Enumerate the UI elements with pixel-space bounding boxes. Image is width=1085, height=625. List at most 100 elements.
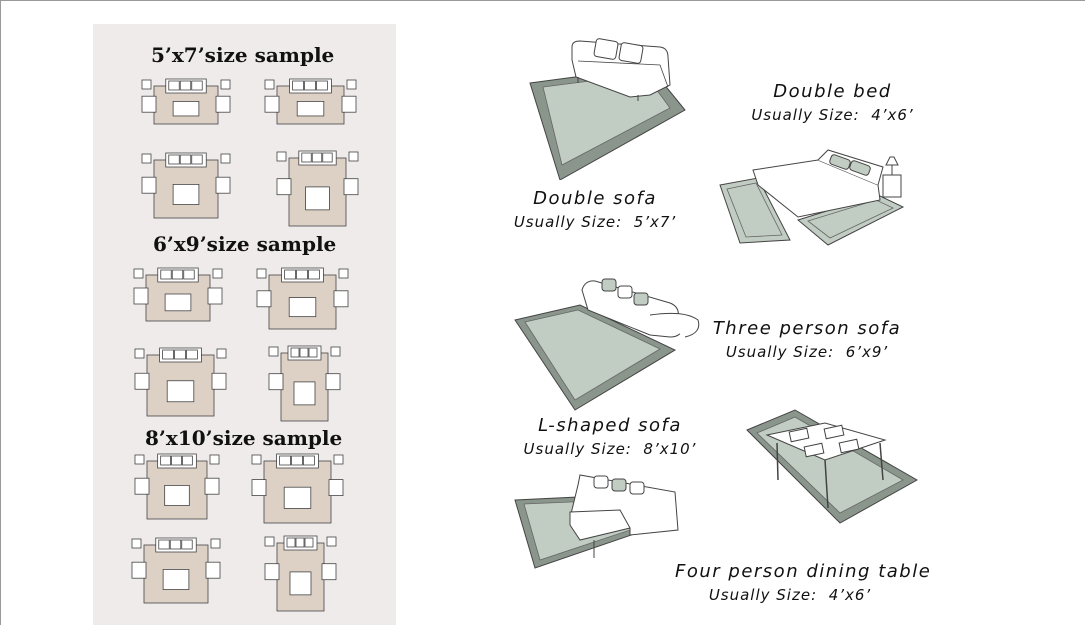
usual-size-label: Usually Size:	[513, 213, 623, 231]
coffee-table	[283, 486, 312, 509]
side-table	[141, 153, 152, 164]
side-table	[264, 79, 275, 90]
armchair	[264, 563, 280, 581]
caption-l-shaped-sofa: L-shaped sofa Usually Size: 8’x10’	[515, 415, 705, 458]
plan-6x9-sofa-two-chairs	[133, 267, 223, 322]
sofa-cushion	[171, 455, 182, 466]
caption-double-sofa: Double sofa Usually Size: 5’x7’	[505, 188, 685, 231]
armchair	[141, 95, 157, 113]
plan-6x9-sofa-angled-chair	[134, 347, 227, 417]
sofa-cushion	[279, 455, 291, 466]
sofa-cushion	[160, 455, 171, 466]
furniture-size-line: Usually Size: 6’x9’	[712, 343, 902, 361]
coffee-table	[289, 571, 312, 596]
plan-8x10-l-sofa	[264, 535, 337, 612]
armchair	[141, 176, 157, 194]
side-table	[220, 79, 231, 90]
sofa-cushion	[301, 152, 312, 163]
plan-5x7-sofa-two-chairs	[141, 78, 231, 125]
usual-size-value: 5’x7’	[633, 213, 677, 231]
side-table	[333, 454, 344, 465]
armchair	[211, 372, 227, 390]
side-table	[210, 538, 221, 549]
usual-size-label: Usually Size:	[523, 440, 632, 458]
coffee-table	[164, 485, 190, 506]
armchair	[131, 561, 147, 579]
side-table	[220, 153, 231, 164]
usual-size-value: 8’x10’	[643, 440, 697, 458]
armchair	[333, 290, 349, 308]
plan-8x10-sofa-round-table	[251, 453, 344, 524]
coffee-table	[164, 293, 192, 312]
sofa-cushion	[168, 154, 180, 165]
sample-title-8x10: 8’x10’size sample	[145, 426, 343, 450]
armchair	[215, 176, 231, 194]
sofa-cushion	[316, 80, 328, 91]
side-table	[264, 536, 275, 547]
furniture-size-line: Usually Size: 4’x6’	[675, 586, 905, 604]
armchair	[256, 290, 272, 308]
side-table	[326, 536, 337, 547]
left-border	[0, 0, 1, 625]
usual-size-label: Usually Size:	[725, 343, 835, 361]
side-table	[212, 268, 223, 279]
armchair	[321, 563, 337, 581]
coffee-table	[172, 100, 200, 117]
side-table	[134, 348, 145, 359]
furniture-name: Three person sofa	[712, 318, 902, 339]
sofa-cushion	[174, 349, 186, 360]
sofa-cushion	[171, 269, 184, 280]
side-table	[348, 151, 359, 162]
side-table	[209, 454, 220, 465]
diagram-double-bed	[719, 149, 905, 246]
sofa-cushion	[191, 154, 203, 165]
plan-5x7-sofa-chairs-alt	[264, 78, 357, 125]
sofa-cushion	[303, 455, 315, 466]
sofa-cushion	[162, 349, 174, 360]
armchair	[341, 95, 357, 113]
plan-6x9-sofa-four-chairs	[256, 267, 349, 330]
side-table	[141, 79, 152, 90]
sofa-cushion	[181, 539, 193, 550]
furniture-name: Double sofa	[533, 188, 657, 209]
sofa-cushion	[168, 80, 180, 91]
plan-8x10-two-sofas-bottom	[131, 537, 221, 604]
furniture-name: Double bed	[773, 81, 892, 102]
armchair	[328, 479, 344, 497]
armchair	[133, 287, 149, 305]
coffee-table	[166, 380, 195, 403]
side-table	[330, 346, 341, 357]
usual-size-label: Usually Size:	[751, 106, 860, 124]
sofa-cushion	[311, 152, 323, 163]
sofa-cushion	[179, 154, 192, 165]
armchair	[268, 373, 284, 391]
side-table	[134, 454, 145, 465]
caption-double-bed: Double bed Usually Size: 4’x6’	[740, 81, 925, 124]
side-table	[131, 538, 142, 549]
sofa-cushion	[284, 269, 296, 280]
sofa-cushion	[191, 80, 203, 91]
armchair	[205, 561, 221, 579]
sofa-cushion	[291, 455, 303, 466]
armchair	[276, 178, 292, 196]
coffee-table	[293, 381, 316, 406]
sofa-cushion	[299, 347, 309, 358]
furniture-size-line: Usually Size: 5’x7’	[505, 213, 685, 231]
diagram-l-shaped-sofa	[514, 474, 679, 569]
sofa-cushion	[304, 537, 314, 548]
side-table	[133, 268, 144, 279]
caption-dining-table: Four person dining table Usually Size: 4…	[675, 561, 930, 604]
sofa-cushion	[308, 347, 318, 358]
coffee-table	[305, 186, 330, 211]
sofa-cushion	[169, 539, 182, 550]
diagram-three-person-sofa	[514, 278, 700, 411]
coffee-table	[172, 184, 200, 205]
size-samples-panel: 5’x7’size sample 6’x9’size sample 8’x10’…	[93, 24, 396, 625]
sofa-cushion	[295, 537, 305, 548]
sofa-cushion	[186, 349, 198, 360]
armchair	[325, 373, 341, 391]
coffee-table	[162, 569, 190, 590]
sample-title-6x9: 6’x9’size sample	[153, 232, 337, 256]
plan-6x9-l-sofa	[268, 345, 341, 422]
sofa-cushion	[183, 269, 195, 280]
